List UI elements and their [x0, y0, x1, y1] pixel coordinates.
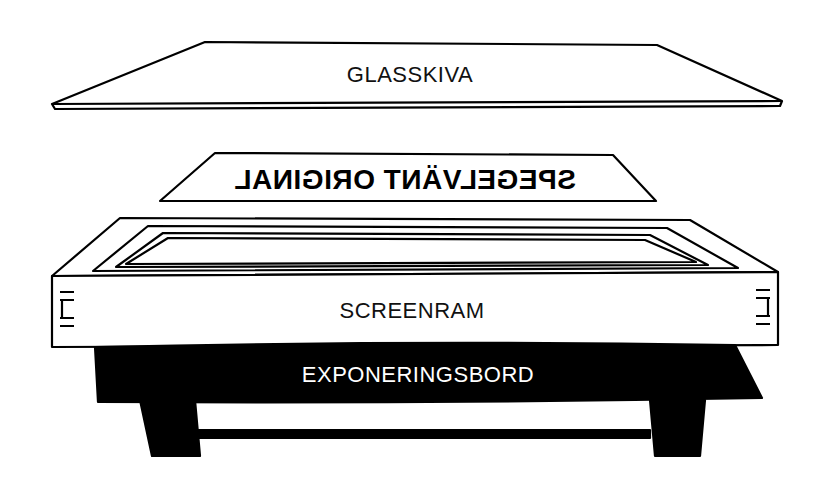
part-label: GLASSKIVA [347, 63, 473, 87]
outline-stroke [52, 218, 778, 276]
outline-stroke [140, 400, 200, 456]
screen-frame-drawing [52, 218, 778, 347]
outline-stroke [126, 238, 696, 264]
outline-stroke [95, 343, 762, 403]
mirrored-original: SPEGELVÄNT ORIGINAL [155, 148, 661, 206]
outline-stroke [52, 272, 778, 347]
outline-stroke [60, 292, 74, 326]
glass-plate: GLASSKIVA [48, 36, 788, 114]
screen-frame-outline [48, 212, 783, 350]
outline-stroke [160, 153, 656, 201]
outline-stroke [195, 430, 650, 438]
exposure-table-outline [88, 340, 768, 460]
outline-stroke [52, 42, 782, 109]
screen-frame: SCREENRAM [48, 212, 783, 350]
exposure-table: EXPONERINGSBORD [88, 340, 768, 460]
part-label: SPEGELVÄNT ORIGINAL [234, 165, 576, 196]
outline-stroke [93, 226, 738, 271]
outline-stroke [650, 400, 705, 456]
outline-stroke [756, 290, 770, 324]
glass-plate-drawing [52, 42, 782, 109]
part-label: EXPONERINGSBORD [302, 363, 534, 387]
exposure-table-drawing [95, 343, 762, 456]
mirrored-original-drawing [160, 153, 656, 201]
part-label: SCREENRAM [339, 299, 484, 323]
outline-stroke [116, 233, 708, 267]
outline-stroke [52, 101, 782, 104]
